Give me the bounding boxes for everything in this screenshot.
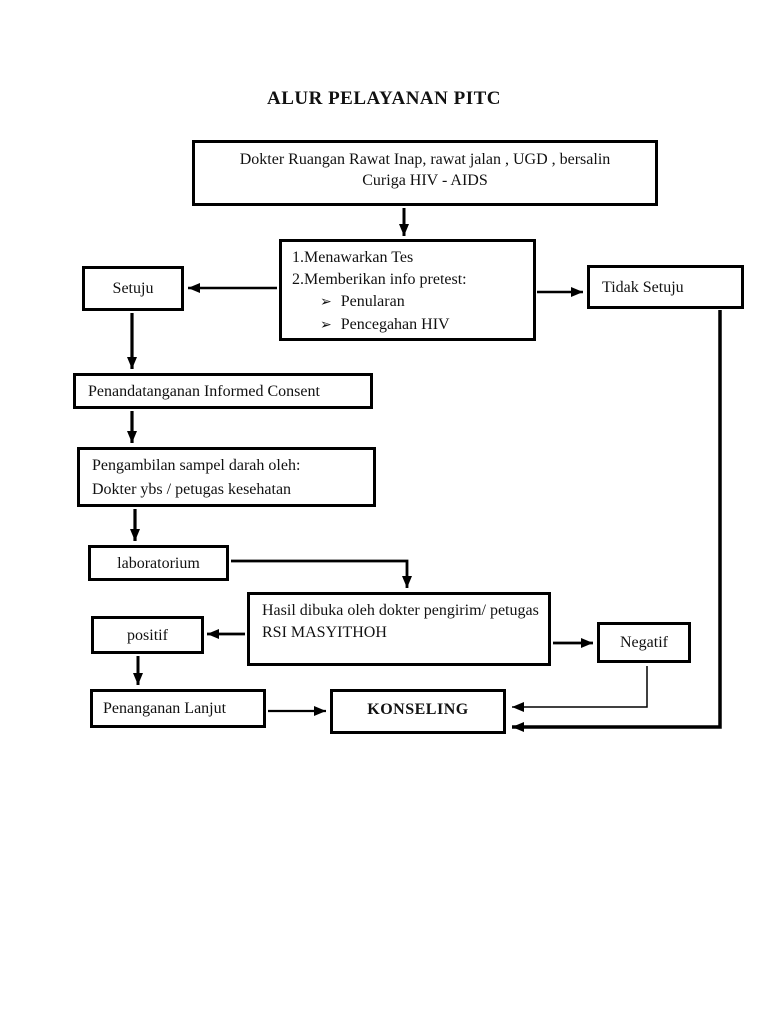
node-sample-line2: Dokter ybs / petugas kesehatan xyxy=(92,481,292,498)
node-consent-label: Penandatanganan Informed Consent xyxy=(88,382,320,400)
node-tidak-setuju: Tidak Setuju xyxy=(587,265,744,309)
node-tidak-setuju-label: Tidak Setuju xyxy=(602,278,684,296)
node-referral-line2: Curiga HIV - AIDS xyxy=(362,172,488,189)
node-konseling: KONSELING xyxy=(330,689,506,734)
node-consent: Penandatanganan Informed Consent xyxy=(73,373,373,409)
node-offer: 1.Menawarkan Tes 2.Memberikan info prete… xyxy=(279,239,536,341)
arrow-bullet-icon: ➢ xyxy=(320,295,332,310)
node-positif-label: positif xyxy=(127,626,168,644)
node-konseling-label: KONSELING xyxy=(367,701,469,718)
node-sample: Pengambilan sampel darah oleh: Dokter yb… xyxy=(77,447,376,507)
node-setuju: Setuju xyxy=(82,266,184,311)
node-hasil-line1: Hasil dibuka oleh dokter pengirim/ petug… xyxy=(262,602,539,619)
node-negatif: Negatif xyxy=(597,622,691,663)
node-positif: positif xyxy=(91,616,204,654)
node-penanganan-lanjut: Penanganan Lanjut xyxy=(90,689,266,728)
arrow-lab-to-hasil xyxy=(231,559,412,588)
node-laboratorium-label: laboratorium xyxy=(117,554,200,572)
node-setuju-label: Setuju xyxy=(112,280,154,297)
arrow-negatif-to-konseling xyxy=(512,666,648,712)
node-hasil-line2: RSI MASYITHOH xyxy=(262,624,387,641)
node-hasil: Hasil dibuka oleh dokter pengirim/ petug… xyxy=(247,592,551,666)
node-referral-line1: Dokter Ruangan Rawat Inap, rawat jalan ,… xyxy=(239,151,611,168)
node-referral: Dokter Ruangan Rawat Inap, rawat jalan ,… xyxy=(192,140,658,206)
node-penanganan-lanjut-label: Penanganan Lanjut xyxy=(103,700,227,717)
node-sample-line1: Pengambilan sampel darah oleh: xyxy=(92,457,301,474)
node-negatif-label: Negatif xyxy=(620,634,668,651)
arrow-bullet-icon: ➢ xyxy=(320,318,332,333)
node-offer-line2: 2.Memberikan info pretest: xyxy=(292,271,467,288)
node-laboratorium: laboratorium xyxy=(88,545,229,581)
page-title: ALUR PELAYANAN PITC xyxy=(266,88,502,109)
node-offer-item1: ➢Penularan xyxy=(320,293,405,310)
node-offer-item2: ➢Pencegahan HIV xyxy=(320,316,450,333)
node-offer-line1: 1.Menawarkan Tes xyxy=(292,249,414,266)
